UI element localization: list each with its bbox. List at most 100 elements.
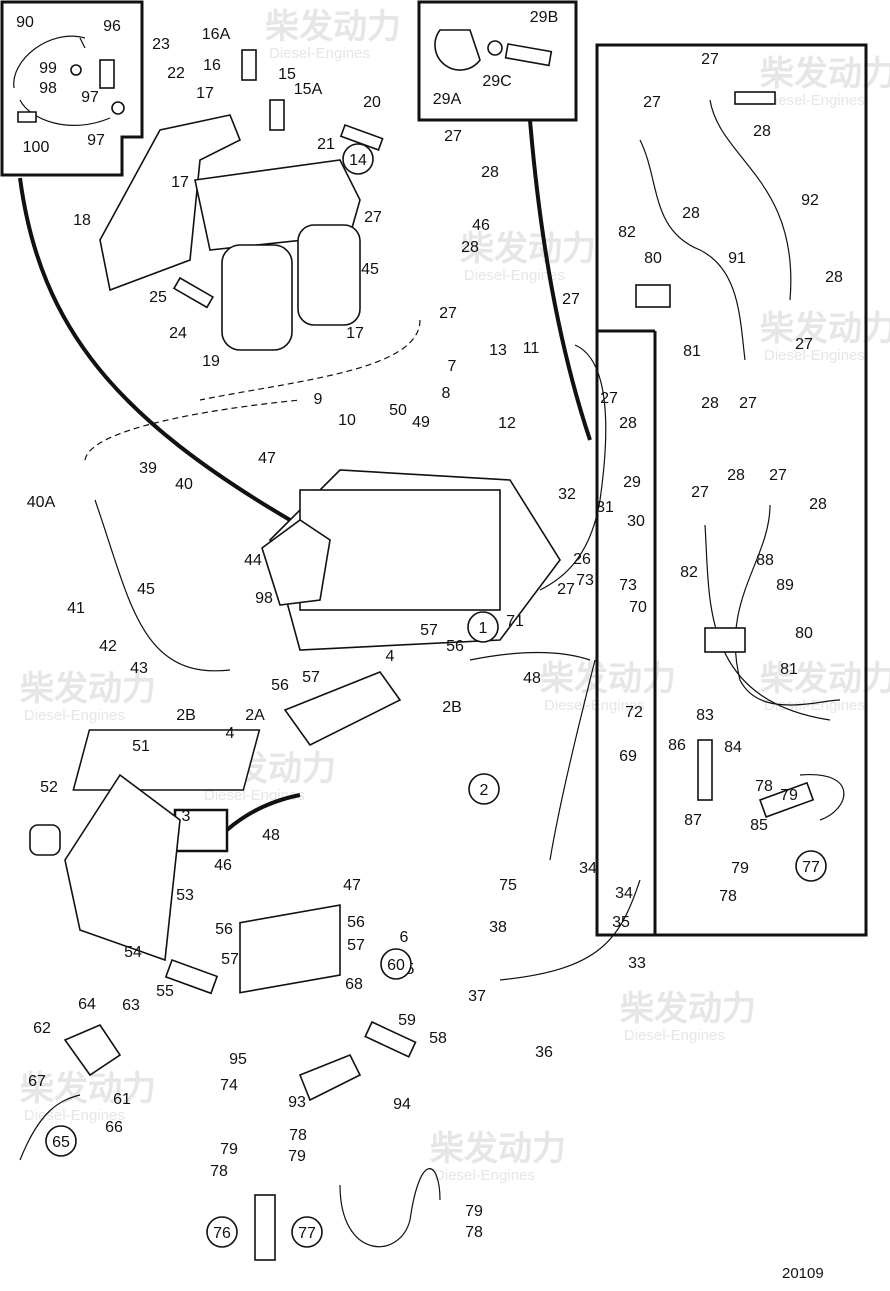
watermark-layer: 柴发动力Diesel-Engines柴发动力Diesel-Engines柴发动力…: [20, 8, 890, 1184]
hose-45: [94, 499, 231, 672]
part-label: 70: [629, 599, 647, 616]
part-label: 28: [753, 123, 771, 140]
watermark-sub: Diesel-Engines: [624, 1027, 725, 1044]
part-label: 75: [499, 877, 517, 894]
governor-98: [261, 519, 331, 606]
watermark-brand: 柴发动力: [20, 670, 156, 708]
part-label: 82: [618, 224, 636, 241]
part-label: 27: [557, 581, 575, 598]
washer-29c: [487, 40, 503, 56]
part-label: 4: [226, 725, 235, 742]
part-label: 82: [680, 564, 698, 581]
part-label: 78: [755, 778, 773, 795]
part-label: 54: [124, 944, 142, 961]
part-label: 15: [278, 66, 296, 83]
washer-99: [70, 64, 82, 76]
callout-label: 76: [213, 1225, 231, 1242]
watermark-sub: Diesel-Engines: [24, 707, 125, 724]
part-label: 41: [67, 600, 85, 617]
watermark-brand: 柴发动力: [760, 660, 890, 698]
part-label: 87: [684, 812, 702, 829]
part-label: 28: [461, 239, 479, 256]
plate-51: [64, 773, 181, 962]
hose-77-bottom: [339, 1168, 441, 1248]
part-label: 27: [562, 291, 580, 308]
callout-circle: 77: [795, 850, 827, 882]
part-label: 26: [573, 551, 591, 568]
bolt-29b: [504, 43, 553, 67]
part-label: 59: [398, 1012, 416, 1029]
pipe-33: [499, 879, 641, 981]
part-label: 28: [701, 395, 719, 412]
part-label: 51: [132, 738, 150, 755]
clip-100: [17, 111, 37, 123]
callout-label: 77: [298, 1225, 316, 1242]
part-label: 2B: [442, 699, 462, 716]
inset-frame-right: [595, 43, 868, 937]
part-label: 29B: [530, 9, 558, 26]
pointer-part-3: [225, 793, 301, 832]
part-label: 38: [489, 919, 507, 936]
part-label: 45: [361, 261, 379, 278]
fitting-85: [758, 781, 815, 818]
part-label: 52: [40, 779, 58, 796]
part-label: 62: [33, 1020, 51, 1037]
part-label: 22: [167, 65, 185, 82]
part-label: 78: [719, 888, 737, 905]
part-label: 73: [619, 577, 637, 594]
part-label: 13: [489, 342, 507, 359]
watermark-brand: 柴发动力: [760, 310, 890, 348]
part-label: 36: [535, 1044, 553, 1061]
line-art: [13, 29, 845, 1261]
part-label: 12: [498, 415, 516, 432]
part-label: 49: [412, 414, 430, 431]
part-label: 4: [386, 648, 395, 665]
part-label: 78: [289, 1127, 307, 1144]
washer-97: [111, 101, 125, 115]
callout-circle: 1: [467, 611, 499, 643]
part-label: 17: [196, 85, 214, 102]
part-label: 78: [210, 1163, 228, 1180]
callout-ring: [467, 611, 499, 643]
part-label: 80: [795, 625, 813, 642]
part-label: 55: [156, 983, 174, 1000]
callout-ring: [45, 1125, 77, 1157]
watermark-sub: Diesel-Engines: [544, 697, 645, 714]
part-label: 43: [130, 660, 148, 677]
part-label: 48: [262, 827, 280, 844]
watermark-sub: Diesel-Engines: [764, 92, 865, 109]
bolt-96: [99, 59, 115, 89]
clip-80-lower: [704, 627, 746, 653]
inset-frame-clamp: [417, 0, 578, 122]
part-label: 7: [448, 358, 457, 375]
part-label: 21: [317, 136, 335, 153]
hose-48: [469, 651, 591, 661]
part-label: 81: [780, 661, 798, 678]
part-label: 27: [364, 209, 382, 226]
pipe-89: [734, 504, 841, 706]
callout-label: 65: [52, 1134, 70, 1151]
hose-76: [254, 1194, 276, 1261]
part-label: 27: [643, 94, 661, 111]
pointer-arc-left: [18, 177, 292, 522]
part-label: 79: [780, 787, 798, 804]
watermark-brand: 柴发动力: [760, 55, 890, 93]
part-label: 19: [202, 353, 220, 370]
part-label: 9: [314, 391, 323, 408]
part-label: 27: [691, 484, 709, 501]
part-label: 48: [523, 670, 541, 687]
screw-15: [269, 99, 285, 131]
part-label: 40: [175, 476, 193, 493]
part-label: 17: [346, 325, 364, 342]
callout-circle: 77: [291, 1216, 323, 1248]
drawing-reference: 20109: [782, 1265, 824, 1282]
part-label: 16: [203, 57, 221, 74]
callout-circle: 76: [206, 1216, 238, 1248]
part-label: 58: [429, 1030, 447, 1047]
part-label: 27: [795, 336, 813, 353]
watermark-sub: Diesel-Engines: [434, 1167, 535, 1184]
distribution-block-60: [239, 904, 341, 994]
part-label: 79: [288, 1148, 306, 1165]
part-label: 31: [596, 499, 614, 516]
sleeve-52: [29, 824, 61, 856]
